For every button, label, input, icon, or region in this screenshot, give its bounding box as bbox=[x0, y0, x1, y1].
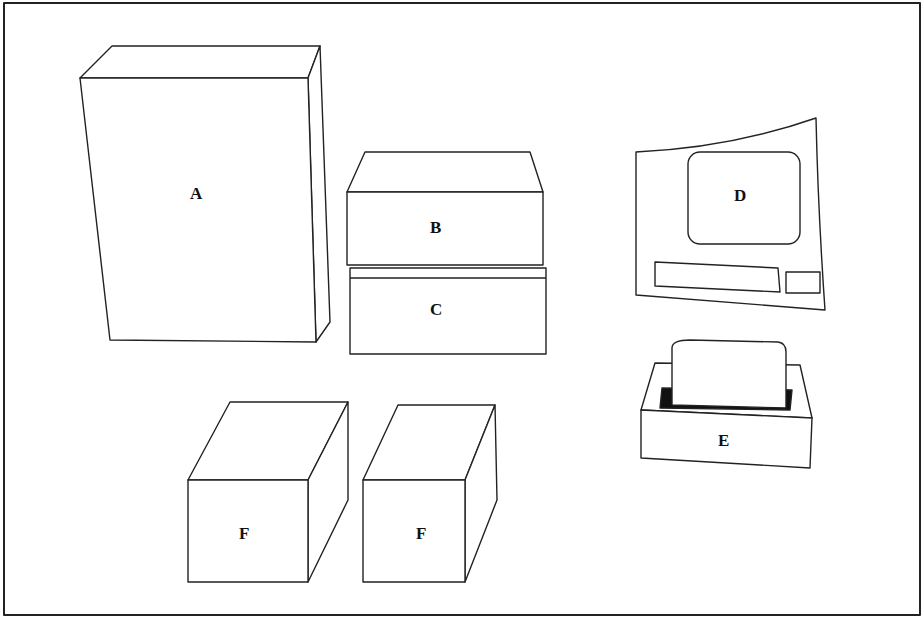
part-label: E bbox=[718, 432, 729, 449]
cabinet-a bbox=[80, 46, 330, 342]
unit-c bbox=[350, 268, 546, 354]
part-label: C bbox=[430, 301, 442, 318]
part-label: A bbox=[190, 185, 202, 202]
part-label: F bbox=[239, 525, 249, 542]
part-label: F bbox=[416, 525, 426, 542]
frame-border bbox=[4, 3, 920, 615]
part-label: B bbox=[430, 219, 441, 236]
terminal-d bbox=[636, 118, 825, 310]
part-label: D bbox=[734, 187, 746, 204]
drive-f-right bbox=[363, 405, 497, 582]
unit-b bbox=[347, 152, 543, 265]
printer-e bbox=[641, 340, 812, 468]
drive-f-left bbox=[188, 402, 348, 582]
